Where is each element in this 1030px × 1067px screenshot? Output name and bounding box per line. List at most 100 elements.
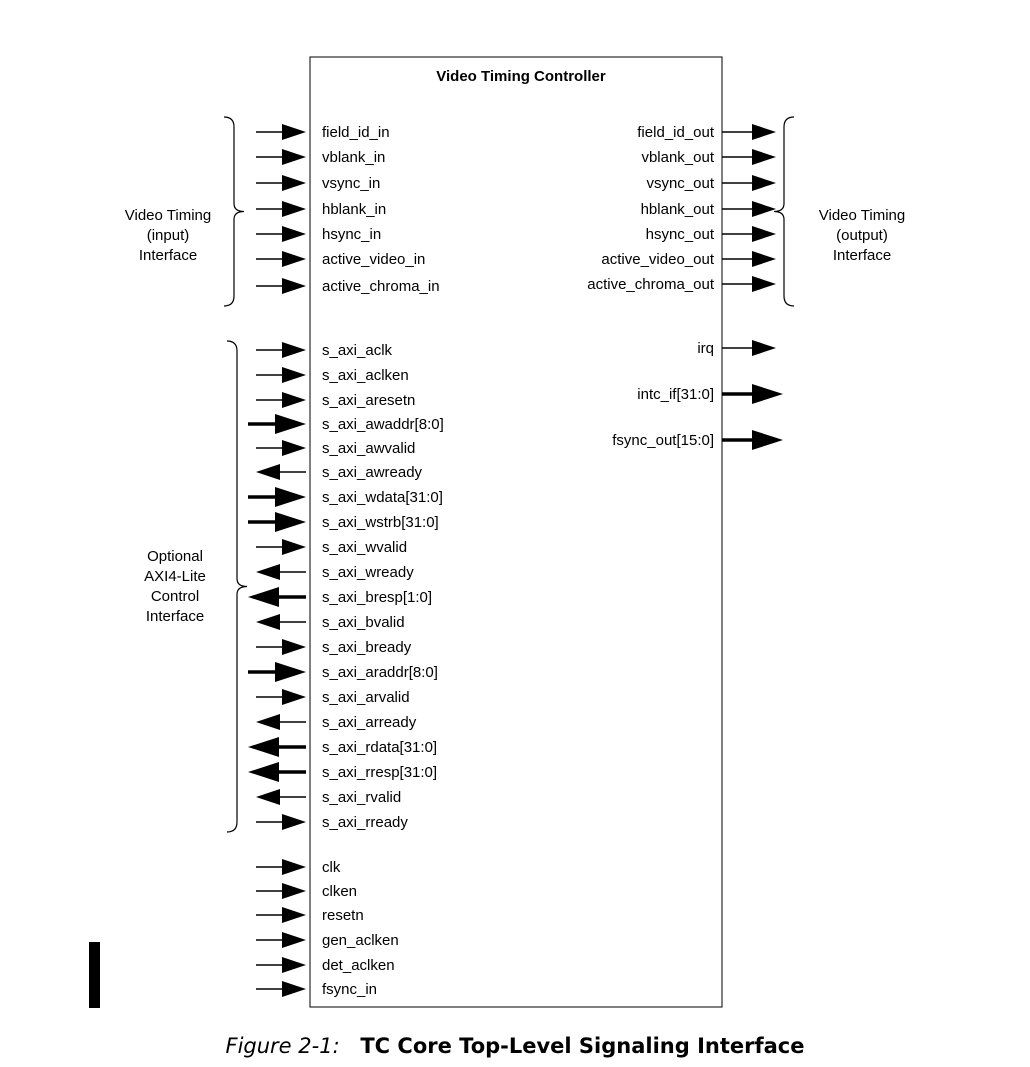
signal-label-s-axi-awready: s_axi_awready [322,464,423,481]
signal-label-active-chroma-in: active_chroma_in [322,278,440,295]
signal-label-fsync-in: fsync_in [322,981,377,998]
signal-label-s-axi-awvalid: s_axi_awvalid [322,440,415,457]
s-axi-wstrb-31-0-arrow [248,512,306,532]
s-axi-bready-arrow [256,639,306,655]
s-axi-wdata-31-0-arrow [248,487,306,507]
active-chroma-out-arrow [722,276,776,292]
field-id-in-arrow [256,124,306,140]
signal-label-active-video-in: active_video_in [322,251,425,268]
hsync-out-arrow [722,226,776,242]
clk-arrow [256,859,306,875]
active-video-out-arrow [722,251,776,267]
signal-label-s-axi-arready: s_axi_arready [322,714,417,731]
figure-caption: Figure 2-1: TC Core Top-Level Signaling … [0,1034,1030,1058]
signal-label-hblank-in: hblank_in [322,201,386,218]
signal-label-s-axi-wready: s_axi_wready [322,564,414,581]
video-timing-output-label-line: Interface [833,247,891,264]
s-axi-awvalid-arrow [256,440,306,456]
s-axi-bvalid-arrow [256,614,306,630]
signal-label-s-axi-awaddr-8-0: s_axi_awaddr[8:0] [322,416,444,433]
signal-label-s-axi-araddr-8-0: s_axi_araddr[8:0] [322,664,438,681]
signal-label-vblank-out: vblank_out [641,149,714,166]
s-axi-rready-arrow [256,814,306,830]
det-aclken-arrow [256,957,306,973]
video-timing-output-label-line: (output) [836,227,888,244]
signal-label-field-id-out: field_id_out [637,124,715,141]
signal-label-fsync-out-15-0: fsync_out[15:0] [612,432,714,449]
signaling-diagram: Video Timing Controller field_id_invblan… [125,56,905,1008]
block-title: Video Timing Controller [436,68,606,85]
signal-label-vsync-out: vsync_out [646,175,714,192]
signal-label-hsync-in: hsync_in [322,226,381,243]
video-timing-input-label-line: Interface [139,247,197,264]
s-axi-awaddr-8-0-arrow [248,414,306,434]
s-axi-araddr-8-0-arrow [248,662,306,682]
s-axi-bresp-1-0-arrow [248,587,306,607]
signal-label-intc-if-31-0: intc_if[31:0] [637,386,714,403]
fsync-out-15-0-arrow [722,430,783,450]
axi-lite-label-line: Optional [147,548,203,565]
signal-label-hblank-out: hblank_out [641,201,715,218]
signal-label-s-axi-wstrb-31-0: s_axi_wstrb[31:0] [322,514,439,531]
video-timing-input-label-line: (input) [147,227,190,244]
hblank-out-arrow [722,201,776,217]
vblank-out-arrow [722,149,776,165]
signal-label-s-axi-wdata-31-0: s_axi_wdata[31:0] [322,489,443,506]
signal-label-hsync-out: hsync_out [646,226,715,243]
gen-aclken-arrow [256,932,306,948]
signal-label-s-axi-rvalid: s_axi_rvalid [322,789,401,806]
s-axi-aclken-arrow [256,367,306,383]
hblank-in-arrow [256,201,306,217]
signal-label-irq: irq [697,340,714,357]
signal-label-vsync-in: vsync_in [322,175,380,192]
intc-if-31-0-arrow [722,384,783,404]
field-id-out-arrow [722,124,776,140]
signal-label-vblank-in: vblank_in [322,149,385,166]
figure-caption-label: Figure 2-1: [225,1034,340,1058]
axi-lite-label-line: Interface [146,608,204,625]
axi-lite-label-line: AXI4-Lite [144,568,206,585]
irq-arrow [722,340,776,356]
s-axi-arvalid-arrow [256,689,306,705]
active-chroma-in-arrow [256,278,306,294]
vsync-in-arrow [256,175,306,191]
signal-label-s-axi-bvalid: s_axi_bvalid [322,614,405,631]
s-axi-arready-arrow [256,714,306,730]
signal-label-active-video-out: active_video_out [601,251,714,268]
s-axi-rresp-31-0-arrow [248,762,306,782]
core-block [309,56,723,1008]
revision-change-bar [89,942,100,1008]
signal-label-s-axi-arvalid: s_axi_arvalid [322,689,410,706]
video-timing-output-brace [773,116,795,307]
figure-caption-title: TC Core Top-Level Signaling Interface [360,1034,805,1058]
signal-label-clk: clk [322,859,341,876]
s-axi-awready-arrow [256,464,306,480]
signal-label-s-axi-aclken: s_axi_aclken [322,367,409,384]
signal-label-s-axi-bready: s_axi_bready [322,639,412,656]
axi-lite-brace [226,340,248,833]
signal-label-clken: clken [322,883,357,900]
signal-label-det-aclken: det_aclken [322,957,395,974]
vblank-in-arrow [256,149,306,165]
vsync-out-arrow [722,175,776,191]
signal-label-resetn: resetn [322,907,364,924]
active-video-in-arrow [256,251,306,267]
video-timing-output-label-line: Video Timing [819,207,905,224]
fsync-in-arrow [256,981,306,997]
s-axi-wready-arrow [256,564,306,580]
s-axi-aresetn-arrow [256,392,306,408]
signal-label-s-axi-rresp-31-0: s_axi_rresp[31:0] [322,764,437,781]
s-axi-rvalid-arrow [256,789,306,805]
video-timing-input-label-line: Video Timing [125,207,211,224]
signal-label-s-axi-bresp-1-0: s_axi_bresp[1:0] [322,589,432,606]
clken-arrow [256,883,306,899]
signal-label-s-axi-wvalid: s_axi_wvalid [322,539,407,556]
s-axi-aclk-arrow [256,342,306,358]
video-timing-input-brace [223,116,245,307]
signal-label-s-axi-aresetn: s_axi_aresetn [322,392,415,409]
signal-label-s-axi-rready: s_axi_rready [322,814,408,831]
axi-lite-label-line: Control [151,588,199,605]
signal-label-s-axi-aclk: s_axi_aclk [322,342,393,359]
resetn-arrow [256,907,306,923]
hsync-in-arrow [256,226,306,242]
